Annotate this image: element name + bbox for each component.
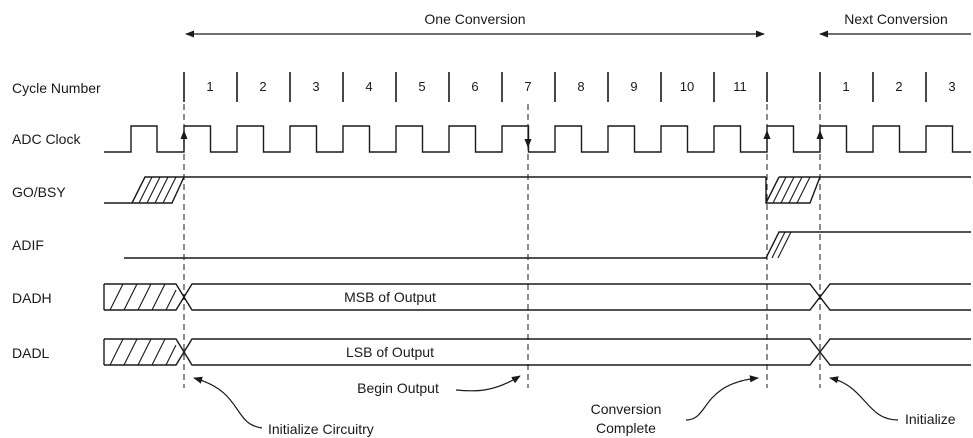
dadh-label: DADH bbox=[12, 290, 52, 306]
initialize-label: Initialize bbox=[905, 411, 956, 427]
cycle-number: 4 bbox=[365, 79, 372, 94]
cycle-separators bbox=[183, 72, 927, 102]
cycle-number: 9 bbox=[630, 79, 637, 94]
one-conversion-label: One Conversion bbox=[424, 11, 525, 27]
initialize-circuitry-arrow bbox=[193, 376, 263, 429]
initialize-arrow bbox=[829, 376, 899, 421]
cycle-number: 3 bbox=[312, 79, 319, 94]
reference-lines bbox=[183, 104, 821, 388]
cycle-number: 11 bbox=[733, 79, 747, 94]
adif-label: ADIF bbox=[12, 237, 44, 253]
next-cycle-number: 1 bbox=[842, 79, 849, 94]
cycle-number: 8 bbox=[577, 79, 584, 94]
conversion-complete-label-line2: Complete bbox=[596, 420, 656, 436]
cycle-number: 7 bbox=[524, 79, 531, 94]
cycle-number-label: Cycle Number bbox=[12, 80, 101, 96]
cycle-number: 5 bbox=[418, 79, 425, 94]
adif-waveform bbox=[124, 231, 971, 259]
begin-output-arrow bbox=[455, 375, 521, 392]
next-cycle-number: 2 bbox=[895, 79, 902, 94]
dadl-lsb-label: LSB of Output bbox=[346, 344, 434, 360]
adc-clock-label: ADC Clock bbox=[12, 131, 81, 147]
go-bsy-label: GO/BSY bbox=[12, 184, 66, 200]
adc-clock-waveform bbox=[104, 125, 971, 153]
next-cycle-number: 3 bbox=[948, 79, 955, 94]
cycle-number: 10 bbox=[680, 79, 694, 94]
go-bsy-waveform bbox=[104, 176, 971, 204]
begin-output-label: Begin Output bbox=[357, 380, 439, 396]
conversion-complete-arrow bbox=[685, 375, 759, 421]
dadh-msb-label: MSB of Output bbox=[344, 289, 436, 305]
cycle-number: 2 bbox=[259, 79, 266, 94]
dadl-label: DADL bbox=[12, 345, 50, 361]
dadh-bus: MSB of Output bbox=[103, 283, 971, 311]
initialize-circuitry-label: Initialize Circuitry bbox=[268, 421, 374, 437]
cycle-number: 6 bbox=[471, 79, 478, 94]
conversion-complete-label-line1: Conversion bbox=[591, 401, 662, 417]
dadl-bus: LSB of Output bbox=[103, 338, 971, 366]
cycle-numbers: 1 2 3 4 5 6 7 8 9 10 11 1 2 3 bbox=[206, 79, 955, 94]
next-conversion-label: Next Conversion bbox=[844, 11, 948, 27]
cycle-number: 1 bbox=[206, 79, 213, 94]
